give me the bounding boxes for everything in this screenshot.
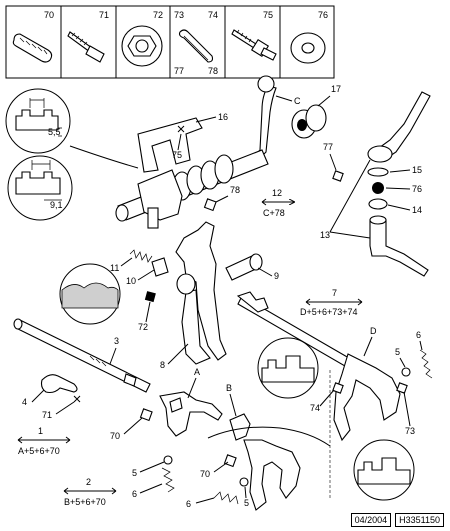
callout-5b: 5 — [132, 468, 137, 478]
selector-shaft-assembly — [115, 75, 327, 229]
group-2-number: 2 — [86, 477, 91, 487]
pin-icon — [178, 29, 214, 63]
group-7-formula: D+5+6+73+74 — [300, 307, 358, 317]
callout-6c: 6 — [186, 499, 191, 509]
parts-strip: 70 71 72 73 74 77 78 75 76 — [5, 5, 335, 79]
group-7: 7 D+5+6+73+74 — [300, 288, 363, 317]
group-2: 2 B+5+6+70 — [63, 477, 117, 507]
strip-label-78: 78 — [208, 66, 218, 76]
strip-label-76: 76 — [318, 10, 328, 20]
callout-9: 9 — [274, 271, 279, 281]
callout-15: 15 — [412, 165, 422, 175]
footer: 04/2004 H3351150 — [350, 513, 444, 527]
strip-label-77: 77 — [174, 66, 184, 76]
strip-label-73: 73 — [174, 10, 184, 20]
group-1-number: 1 — [38, 426, 43, 436]
callout-13: 13 — [320, 230, 330, 240]
callout-70a: 70 — [110, 431, 120, 441]
callout-D: D — [370, 326, 377, 336]
strip-label-70: 70 — [44, 10, 54, 20]
group-1: 1 A+5+6+70 — [17, 426, 71, 456]
callout-73: 73 — [405, 426, 415, 436]
detail-dim-1: 5,5 — [48, 127, 61, 137]
detail-inset-upper: 5,5 — [5, 88, 71, 154]
callout-5a: 5 — [395, 347, 400, 357]
callout-75: 75 — [172, 150, 182, 160]
callout-B: B — [226, 383, 232, 393]
fork-a — [139, 391, 223, 493]
group-1-formula: A+5+6+70 — [18, 446, 60, 456]
washer-icon — [290, 32, 326, 64]
nut-icon — [121, 25, 163, 67]
callout-4: 4 — [22, 397, 27, 407]
bolt-icon — [67, 31, 105, 63]
detail-inset-lower: 9,1 — [7, 155, 73, 221]
screw-icon — [231, 29, 277, 61]
leader-inset-upper — [69, 145, 139, 169]
callout-78: 78 — [230, 185, 240, 195]
footer-reference: H3351150 — [395, 513, 444, 527]
callout-5c: 5 — [244, 498, 249, 508]
callout-76: 76 — [412, 184, 422, 194]
callout-72: 72 — [138, 322, 148, 332]
callout-10: 10 — [126, 276, 136, 286]
callout-70b: 70 — [200, 469, 210, 479]
relay-lever-assembly — [332, 91, 431, 277]
selector-rod-3 — [13, 318, 151, 403]
group-2-formula: B+5+6+70 — [64, 497, 106, 507]
callout-11: 11 — [110, 263, 119, 273]
footer-date: 04/2004 — [350, 513, 392, 527]
group-7-number: 7 — [332, 288, 337, 298]
fork-b — [207, 413, 331, 511]
callout-6a: 6 — [416, 330, 421, 340]
callout-A: A — [194, 367, 200, 377]
sleeve-icon — [12, 33, 53, 63]
strip-label-71: 71 — [99, 10, 109, 20]
callout-C: C — [294, 96, 301, 106]
group-12-number: 12 — [272, 188, 282, 198]
callout-8: 8 — [160, 360, 165, 370]
detail-dim-2: 9,1 — [50, 200, 63, 210]
callout-71: 71 — [42, 410, 52, 420]
interlock-assembly — [59, 221, 263, 365]
callout-14: 14 — [412, 205, 422, 215]
strip-label-75: 75 — [263, 10, 273, 20]
group-12-formula: C+78 — [263, 208, 285, 218]
fork-rod-d-assembly — [236, 291, 433, 501]
strip-label-74: 74 — [208, 10, 218, 20]
callout-6b: 6 — [132, 489, 137, 499]
callout-16: 16 — [218, 112, 228, 122]
callout-77: 77 — [323, 142, 333, 152]
callout-17: 17 — [331, 84, 341, 94]
group-12: 12 C+78 — [261, 188, 294, 218]
callout-74: 74 — [310, 403, 320, 413]
strip-label-72: 72 — [153, 10, 163, 20]
callout-3: 3 — [114, 336, 119, 346]
